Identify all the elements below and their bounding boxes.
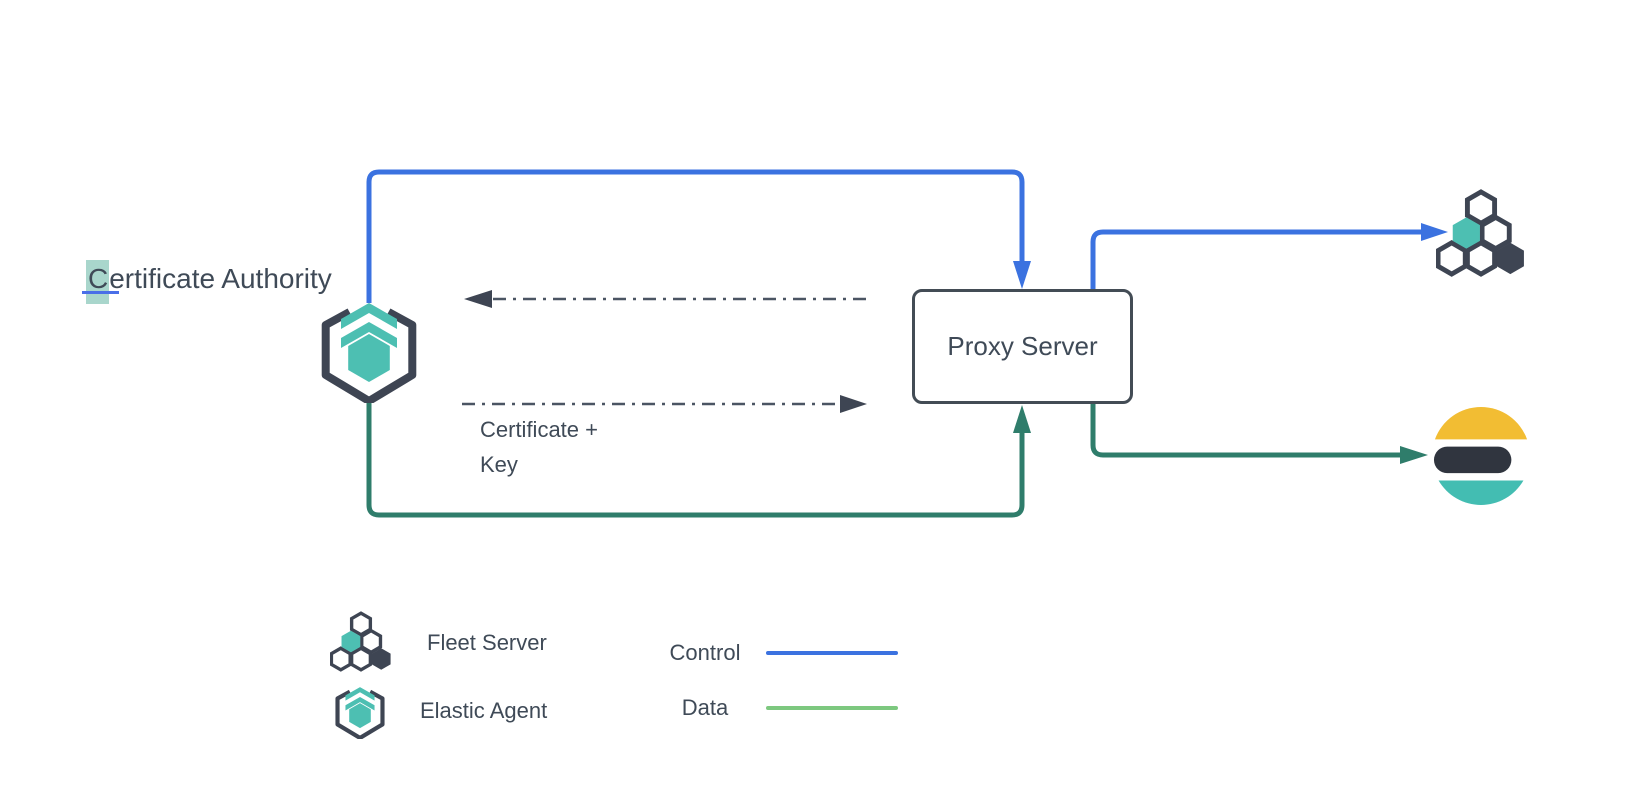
data-connector-proxy-to-elasticsearch <box>1090 404 1428 464</box>
arrowhead-right-icon <box>1421 223 1448 241</box>
fleet-server-icon <box>1438 192 1524 274</box>
certificate-key-label: Certificate + Key <box>480 412 700 482</box>
proxy-server-label: Proxy Server <box>947 331 1098 361</box>
certificate-authority-text: ertificate Authority <box>109 263 332 294</box>
arrowhead-up-icon <box>1013 405 1031 433</box>
control-connector-agent-to-proxy <box>366 169 1031 303</box>
legend-fleet-server-icon <box>330 611 392 672</box>
legend-elastic-agent-icon <box>338 687 383 738</box>
cert-dashed-arrow-left <box>464 290 866 308</box>
arrowhead-right-icon <box>1400 446 1428 464</box>
selected-character: C <box>86 260 110 304</box>
control-connector-proxy-to-fleet <box>1090 223 1448 289</box>
certificate-key-line2: Key <box>480 452 518 477</box>
arrowhead-left-icon <box>464 290 492 308</box>
legend-control-label: Control <box>669 640 741 665</box>
cert-dashed-arrow-right <box>462 395 867 413</box>
legend-elastic-agent-label: Elastic Agent <box>420 698 548 723</box>
proxy-server-node: Proxy Server <box>912 289 1133 404</box>
arrowhead-right-icon <box>840 395 867 413</box>
certificate-key-line1: Certificate + <box>480 417 598 442</box>
elasticsearch-icon <box>1433 407 1528 505</box>
data-connector-agent-to-proxy <box>366 402 1031 518</box>
text-cursor-underline <box>82 291 119 294</box>
elastic-agent-icon <box>326 303 413 401</box>
arrowhead-down-icon <box>1013 261 1031 289</box>
certificate-authority-label: Certificate Authority <box>86 260 332 304</box>
legend-fleet-server-label: Fleet Server <box>427 630 547 655</box>
legend-data-label: Data <box>681 695 729 720</box>
